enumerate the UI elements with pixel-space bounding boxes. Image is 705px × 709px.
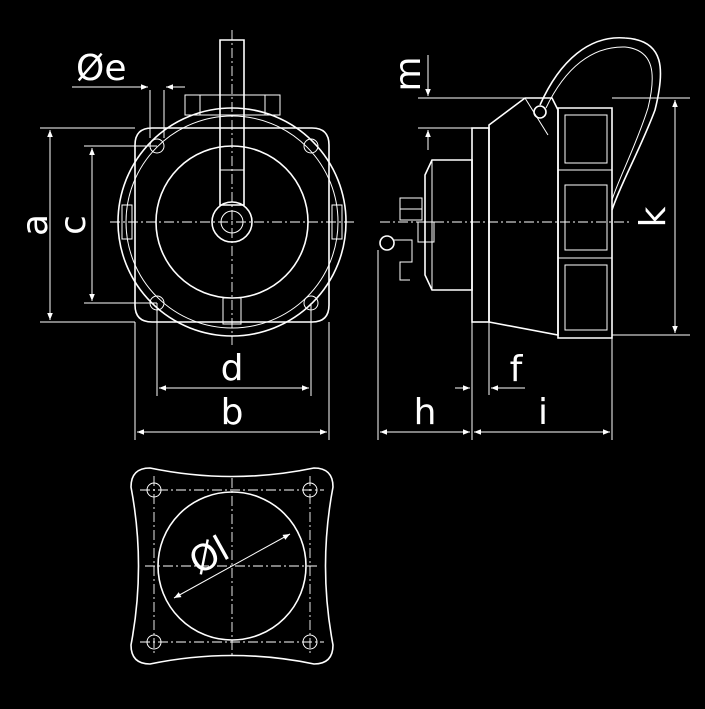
label-d: d <box>221 348 244 389</box>
side-flange <box>471 127 490 323</box>
front-flange <box>134 127 330 323</box>
side-lanyard <box>539 37 662 211</box>
cutout-view <box>130 467 334 665</box>
side-cap <box>557 107 613 339</box>
label-c: c <box>53 215 94 235</box>
label-e: Øe <box>76 48 126 89</box>
side-dimensions <box>377 55 690 440</box>
label-m: m <box>388 56 429 91</box>
hinge-pin <box>533 105 547 119</box>
screw-icon <box>303 138 319 154</box>
label-l: Øl <box>183 529 236 583</box>
label-f: f <box>510 349 524 390</box>
label-a: a <box>15 214 56 236</box>
label-b: b <box>221 392 244 433</box>
label-h: h <box>414 392 437 433</box>
front-dimensions <box>40 84 330 440</box>
cutout-plate <box>130 467 334 665</box>
front-hinge <box>184 94 281 116</box>
front-lid-strap <box>219 39 245 206</box>
cable-gland-icon <box>379 235 395 251</box>
front-view <box>110 30 355 345</box>
side-view <box>379 37 662 339</box>
label-i: i <box>538 392 548 433</box>
label-k: k <box>633 206 674 227</box>
